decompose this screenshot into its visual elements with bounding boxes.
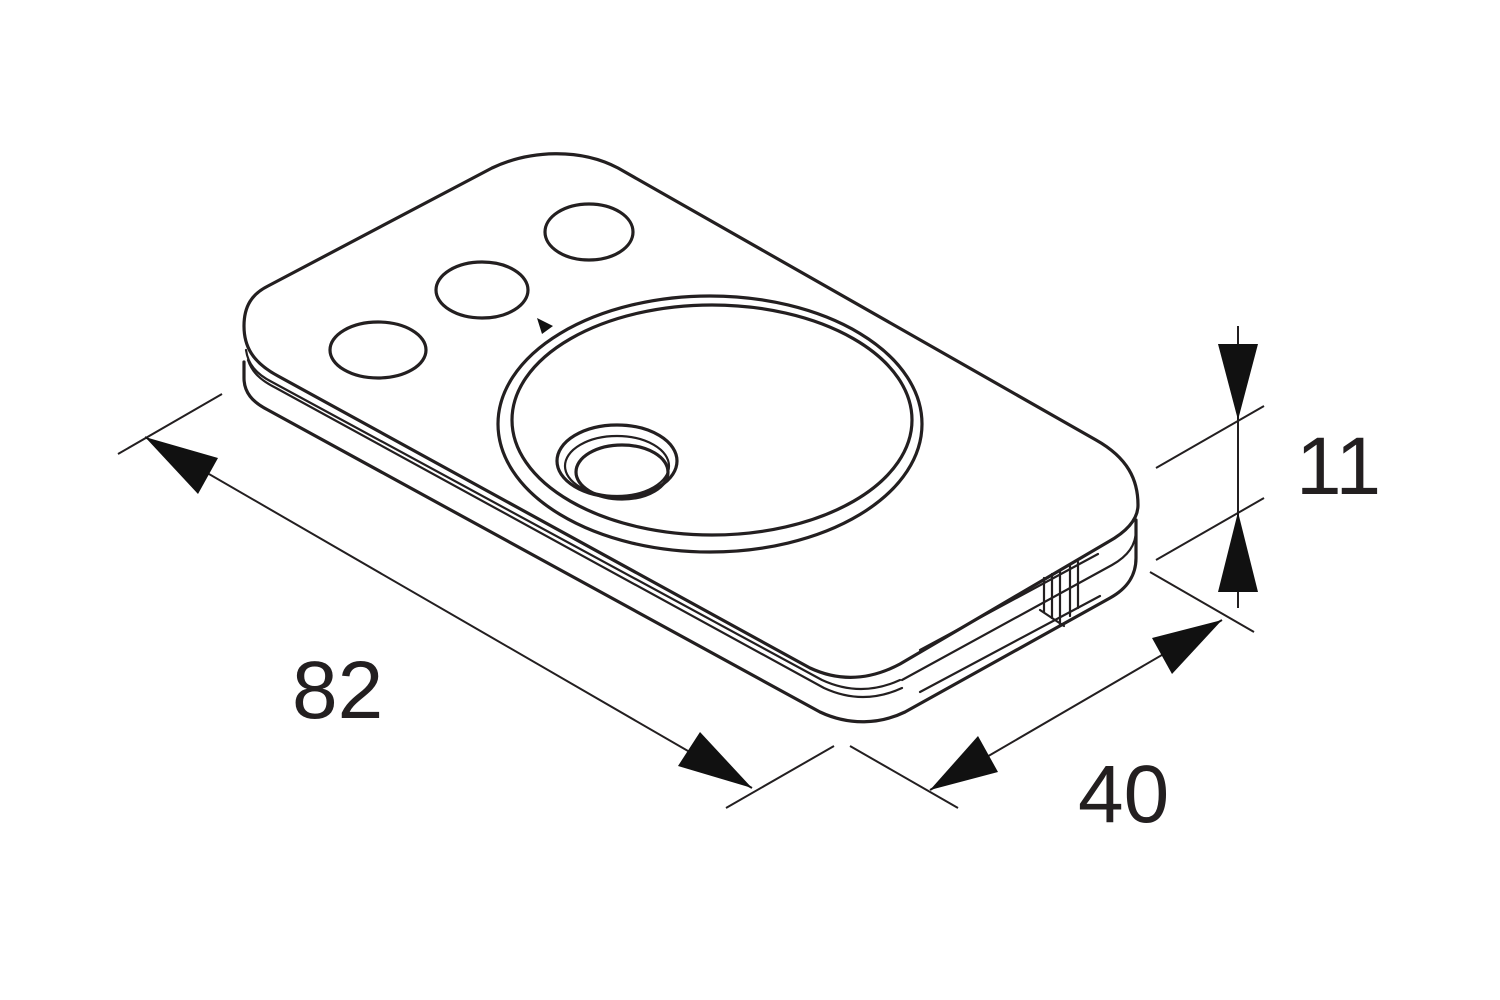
height-arrow-bottom-icon: [1218, 512, 1258, 592]
remote-control-body: [242, 152, 1140, 724]
width-extension-line-left: [849, 745, 959, 809]
button-3[interactable]: [328, 320, 428, 380]
length-extension-line-left: [117, 393, 223, 455]
side-connector: [1038, 560, 1080, 628]
button-2[interactable]: [434, 260, 530, 320]
length-arrow-left-icon: [145, 437, 218, 494]
width-dimension: 40: [849, 571, 1255, 840]
length-dimension: 82: [117, 393, 835, 809]
height-arrow-top-icon: [1218, 344, 1258, 420]
parting-line: [244, 348, 902, 691]
pointer-triangle-icon: [537, 318, 553, 334]
button-1[interactable]: [543, 202, 635, 262]
center-button[interactable]: [574, 443, 670, 501]
width-extension-line-right: [1149, 571, 1255, 633]
height-extension-line-bottom: [1155, 497, 1265, 561]
length-label: 82: [292, 645, 383, 736]
length-dimension-line: [144, 436, 753, 789]
length-arrow-right-icon: [678, 732, 752, 788]
base-plate-outline: [242, 360, 1138, 724]
rotary-dial-inner: [510, 303, 914, 537]
height-extension-line-top: [1155, 405, 1265, 469]
width-arrow-left-icon: [930, 736, 998, 790]
top-cover-outline: [242, 152, 1140, 679]
right-side-groove: [900, 528, 1138, 682]
front-bottom-edge: [918, 594, 1102, 694]
center-button-recess: [563, 434, 671, 498]
parting-line-inner: [246, 358, 904, 699]
height-label: 11: [1296, 421, 1381, 512]
rotary-dial-outer[interactable]: [496, 294, 924, 554]
height-dimension: 11: [1155, 326, 1381, 608]
width-label: 40: [1078, 749, 1169, 840]
length-extension-line-right: [725, 745, 835, 809]
width-arrow-right-icon: [1152, 620, 1222, 674]
